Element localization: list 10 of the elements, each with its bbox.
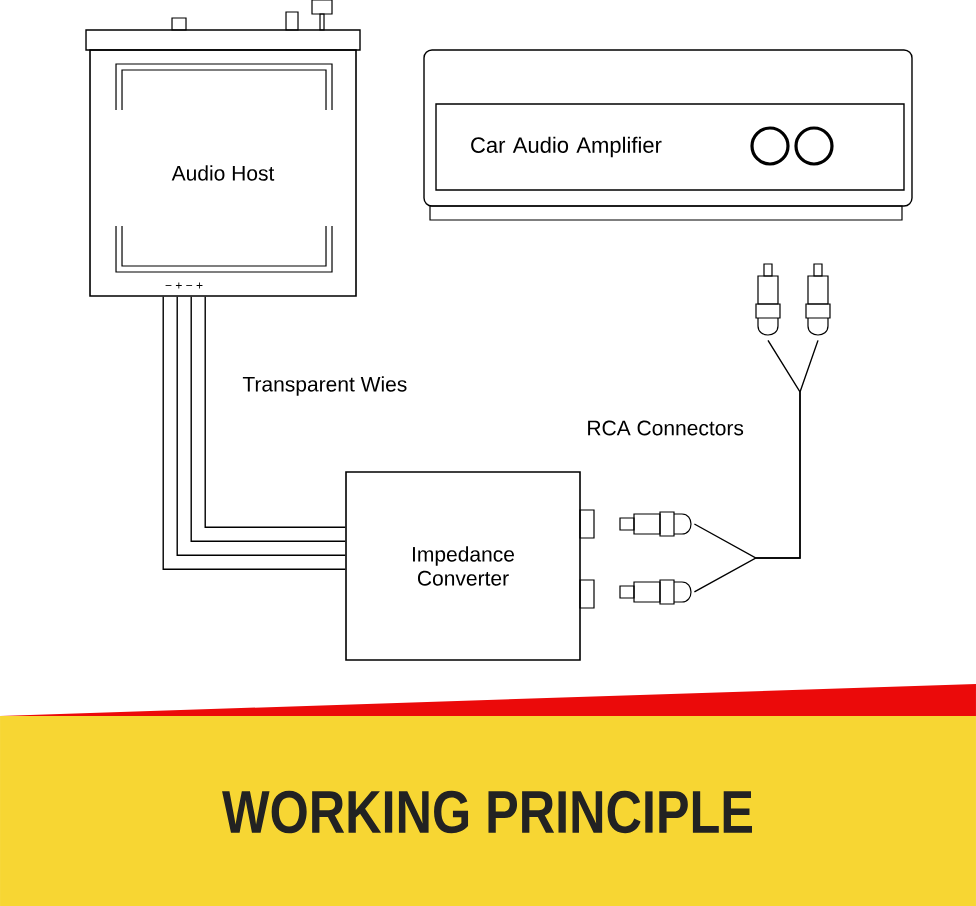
rca-plug-pair xyxy=(755,263,831,336)
converter-box: Impedance Converter xyxy=(345,471,595,661)
rca-cable xyxy=(693,339,801,559)
rca-plug xyxy=(619,579,692,605)
amplifier-panel: Car Audio Amplifier xyxy=(435,103,905,191)
callout-label: RCA Connectors xyxy=(588,420,744,436)
edge-label: Transparent Wies xyxy=(242,376,407,396)
rca-cable xyxy=(693,339,819,593)
banner-title: WORKING PRINCIPLE xyxy=(222,790,752,834)
rca-plug xyxy=(619,511,692,537)
